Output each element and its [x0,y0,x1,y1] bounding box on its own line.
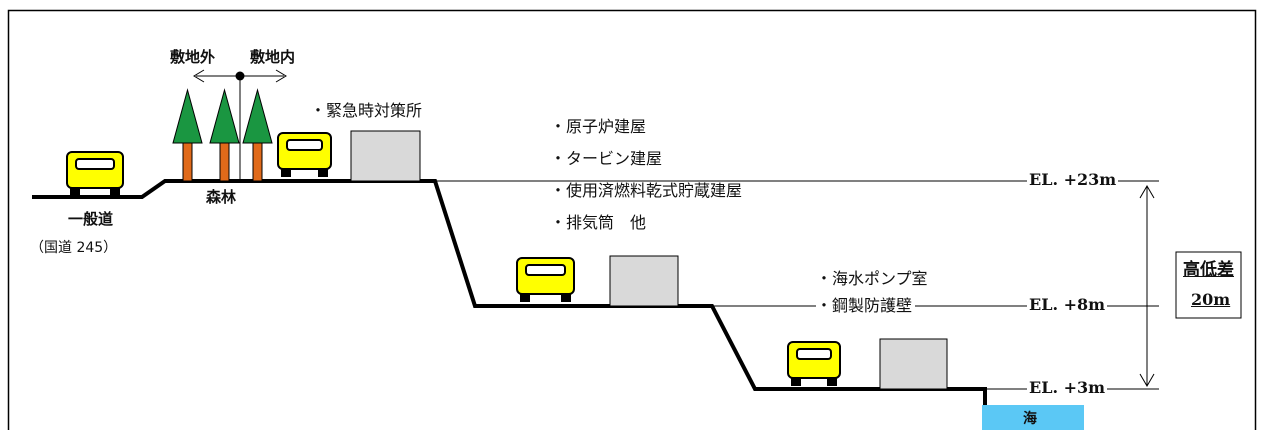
height-difference-box [1175,251,1242,319]
site-outside-label: 敷地外 [170,48,216,66]
car-icon-el3 [787,341,841,386]
elevation-mid-label: EL. +8m [1027,295,1108,314]
building-emergency-facility [350,130,421,182]
ground-profile [32,179,987,408]
arrow-head-up-icon [1139,185,1155,199]
building-list-item: ・排気筒 他 [550,213,647,232]
emergency-facility-label: ・緊急時対策所 [310,101,423,120]
building-list-item: ・原子炉建屋 [550,117,647,136]
arrow-head-down-icon [1139,373,1155,387]
building-el3 [879,338,948,390]
car-icon-road [66,151,124,196]
car-icon-el8 [516,257,575,302]
elevation-top-label: EL. +23m [1027,170,1119,189]
arrow-right-icon [275,69,287,83]
route-245-label: （国道 245） [30,240,118,256]
tree-icon [172,88,203,182]
diagram-frame [7,9,1257,430]
height-difference-value: 20m [1191,290,1231,309]
tree-icon [209,88,240,182]
building-list-item: ・タービン建屋 [550,149,663,168]
general-road-label: 一般道 [68,210,114,228]
arrow-left-icon [193,69,205,83]
building-el8 [609,255,679,307]
height-difference-title: 高低差 [1183,260,1234,280]
building-list-item: ・使用済燃料乾式貯蔵建屋 [550,183,746,199]
forest-label: 森林 [206,188,237,206]
elevation-low-label: EL. +3m [1027,378,1108,397]
boundary-point-icon [235,71,245,81]
sea-label: 海 [1023,411,1037,427]
forest [172,88,273,182]
car-icon-el23 [277,132,332,177]
mid-building-list-item: ・鋼製防護壁 [816,298,916,314]
site-inside-label: 敷地内 [250,48,296,66]
tree-icon [242,88,273,182]
sea-block [982,405,1084,430]
mid-building-list-item: ・海水ポンプ室 [816,269,928,288]
